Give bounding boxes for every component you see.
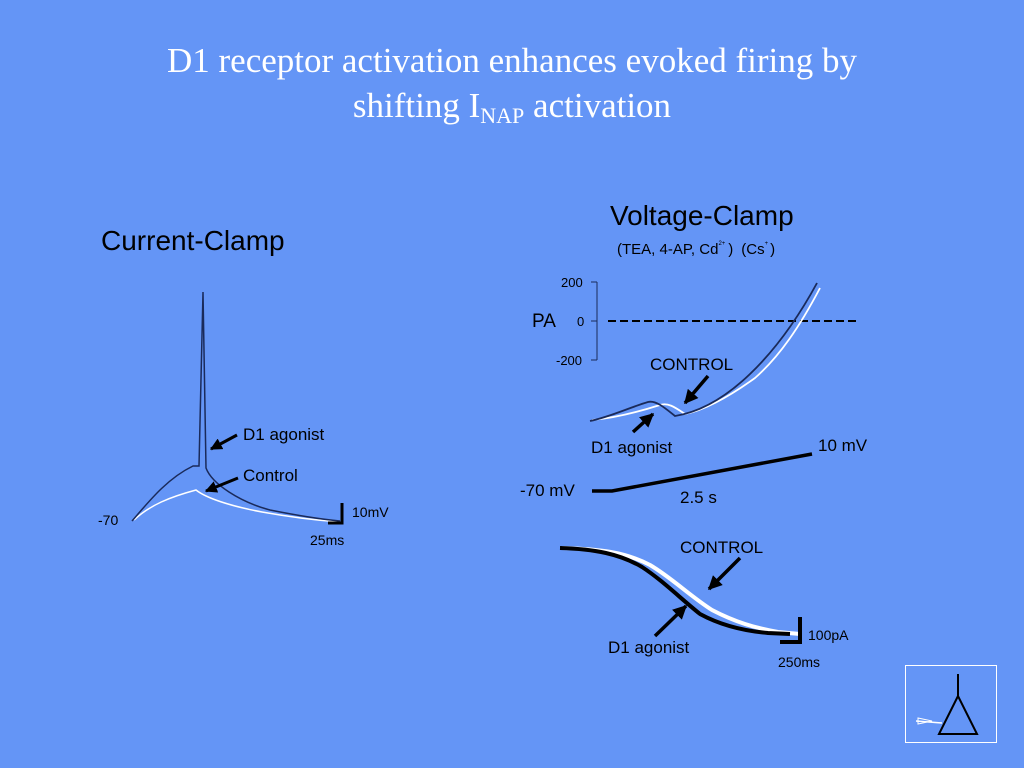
axis-unit-label: PA (532, 311, 556, 332)
iv-control-trace (591, 287, 821, 421)
time-control-trace (561, 546, 801, 636)
voltage-clamp-panel: Voltage-Clamp (TEA, 4-AP, Cd2+) (Cs+) 200… (520, 200, 868, 670)
time-d1-trace (559, 546, 791, 636)
resting-potential-label: -70 (98, 512, 118, 528)
current-clamp-control-label: Control (243, 466, 298, 485)
subheading-cd-charge: 2+ (718, 241, 725, 247)
scale-time-label-2: 250ms (778, 654, 820, 670)
current-clamp-scale-bar (328, 503, 344, 525)
ramp-duration-label: 2.5 s (680, 488, 717, 507)
iv-control-label: CONTROL (650, 355, 733, 374)
current-clamp-heading: Current-Clamp (101, 225, 285, 256)
subheading-end: ) (770, 241, 775, 258)
title-line-1: D1 receptor activation enhances evoked f… (166, 41, 857, 80)
scale-voltage-label: 10mV (352, 504, 389, 520)
title-line-2-post: activation (524, 86, 672, 125)
subheading-paren: ) (728, 241, 733, 258)
time-d1-label: D1 agonist (608, 638, 690, 657)
subheading-cs: (Cs (741, 241, 764, 258)
current-clamp-control-trace (133, 489, 341, 523)
iv-control-arrow (683, 374, 710, 405)
subheading-cs-charge: + (765, 241, 769, 247)
current-axis (591, 281, 598, 361)
logo-box (905, 665, 997, 743)
title-line-2-pre: shifting I (352, 86, 481, 125)
iv-d1-trace (589, 282, 818, 422)
current-clamp-d1-arrow (209, 433, 238, 451)
iv-d1-arrow (631, 412, 655, 434)
time-course-scale-bar (780, 617, 802, 644)
neuron-triangle-icon (915, 674, 979, 735)
ramp-end-label: 10 mV (818, 436, 868, 455)
current-clamp-control-arrow (204, 476, 239, 493)
current-clamp-panel: Current-Clamp -70 D1 agonist Control 10m… (98, 225, 389, 548)
current-clamp-d1-trace (131, 291, 341, 522)
time-control-label: CONTROL (680, 538, 763, 557)
ramp-start-label: -70 mV (520, 481, 575, 500)
voltage-clamp-heading: Voltage-Clamp (610, 200, 794, 231)
voltage-clamp-subheading: (TEA, 4-AP, Cd2+) (Cs+) (617, 241, 775, 258)
axis-tick-200: 200 (561, 275, 583, 290)
time-d1-arrow (653, 604, 688, 638)
time-control-arrow (707, 556, 742, 591)
current-clamp-d1-label: D1 agonist (243, 425, 325, 444)
subheading-blockers: (TEA, 4-AP, Cd (617, 241, 718, 258)
scale-current-label: 100pA (808, 627, 849, 643)
title-subscript: NAP (480, 103, 525, 128)
slide-title: D1 receptor activation enhances evoked f… (0, 38, 1024, 128)
title-line-2: shifting INAP activation (0, 83, 1024, 128)
scale-time-label: 25ms (310, 532, 344, 548)
voltage-ramp-protocol (592, 452, 813, 493)
axis-tick-minus-200: -200 (556, 353, 582, 368)
axis-tick-0: 0 (577, 314, 584, 329)
iv-d1-label: D1 agonist (591, 438, 673, 457)
